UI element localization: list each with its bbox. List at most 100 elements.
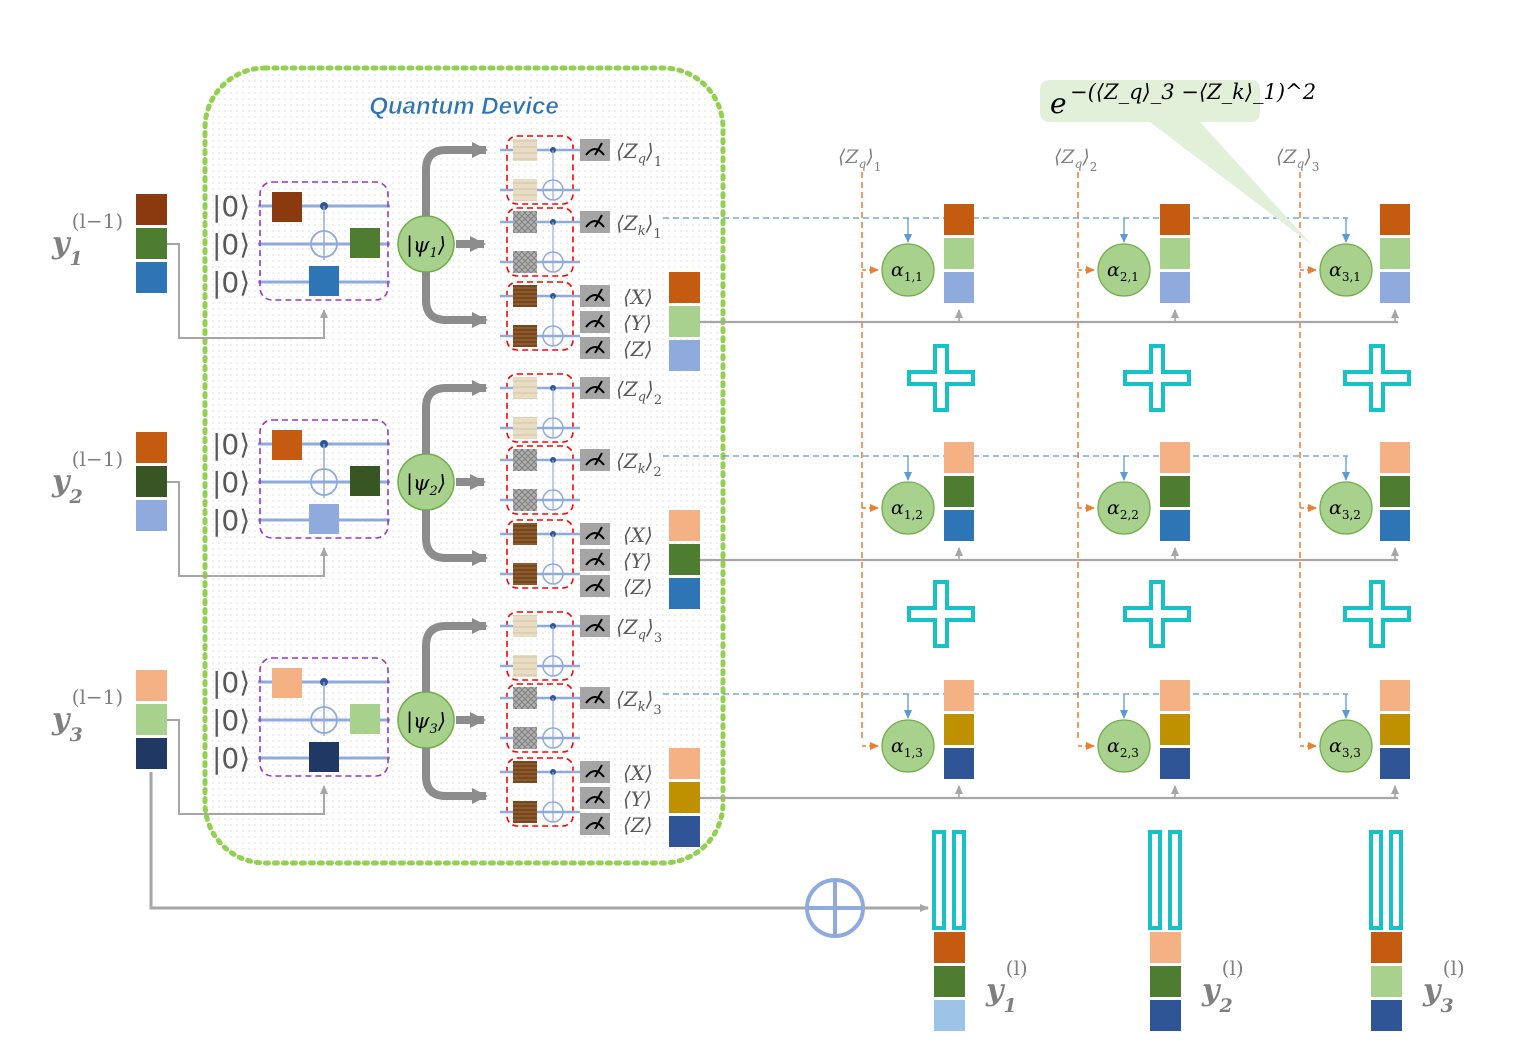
psi-index: 1 — [430, 246, 438, 261]
sub-gate-top — [513, 523, 537, 545]
weighted-value-cell — [1160, 238, 1190, 269]
output-value-cell — [1371, 932, 1402, 963]
sub-gate-top — [513, 285, 537, 307]
output-value-cell — [1371, 966, 1402, 997]
measurement-subcircuit: ⟨Zq⟩3 — [500, 611, 662, 681]
query-column-label: ⟨Zq⟩1 — [838, 146, 881, 174]
input-value-cell — [136, 432, 167, 463]
attention-weight-label: α3,2 — [1329, 497, 1361, 522]
input-label-base: y — [51, 702, 72, 737]
meter-arc — [585, 696, 605, 704]
weighted-value-cell — [944, 238, 974, 269]
z-base: ⟨Z — [838, 146, 859, 168]
meter-needle — [594, 578, 603, 592]
meter-arc — [585, 386, 605, 394]
z-sub: q — [638, 390, 646, 405]
input-block-3: y3(l−1)|0⟩|0⟩|0⟩|ψ3⟩⟨Zq⟩3⟨Zk⟩3⟨X⟩⟨Y⟩⟨Z⟩ — [51, 611, 700, 847]
attention-weight-node — [1097, 719, 1151, 773]
formula-exponent: −(⟨Z_q⟩_3 −⟨Z_k⟩_1)^2 — [1070, 80, 1316, 104]
rotation-gate-1 — [272, 668, 302, 698]
formula-callout — [1040, 80, 1312, 245]
observable-label: ⟨Y⟩ — [623, 787, 652, 811]
observable-label: ⟨Y⟩ — [623, 549, 652, 573]
meter-needle — [594, 380, 603, 394]
sub-gate-bottom — [513, 727, 537, 749]
value-cell — [669, 782, 700, 813]
weighted-value-cell — [1160, 442, 1190, 473]
sub-gate-top — [513, 761, 537, 783]
input-routing-arrow — [167, 719, 328, 815]
meter-arc — [585, 584, 605, 592]
attention-weight-node — [881, 481, 935, 535]
attention-weight-node — [1319, 243, 1373, 297]
weighted-value-cell — [1160, 714, 1190, 745]
weighted-value-cell — [944, 204, 974, 235]
measurement-subcircuit: ⟨Zk⟩2 — [500, 445, 662, 515]
rotation-gate-2 — [350, 466, 380, 496]
value-cell — [669, 306, 700, 337]
plus-sign — [1343, 344, 1411, 412]
meter-arc — [585, 558, 605, 566]
ket-zero: |0⟩ — [212, 228, 250, 261]
output-label-superscript: (l) — [1222, 956, 1244, 980]
z-base: ⟨Z — [616, 449, 639, 473]
alpha-base: α — [1107, 259, 1120, 281]
z-close: ⟩ — [645, 615, 654, 639]
query-expectation-label: ⟨Zq⟩2 — [616, 377, 662, 408]
input-value-cell — [136, 262, 167, 293]
input-value-cell — [136, 670, 167, 701]
meter-arc — [585, 532, 605, 540]
alpha-index: 2,1 — [1120, 270, 1139, 284]
plus-sign — [1123, 580, 1191, 648]
z-sub: q — [859, 157, 867, 171]
alpha-index: 2,3 — [1120, 746, 1139, 760]
attention-weight-label: α1,2 — [891, 497, 923, 522]
plus-sign — [907, 580, 975, 648]
alpha-index: 1,3 — [904, 746, 923, 760]
branch-arrow-bottom — [422, 748, 488, 804]
weighted-value-cell — [1160, 748, 1190, 779]
output-label-base: y — [985, 973, 1006, 1008]
measurement-subcircuit: ⟨X⟩⟨Y⟩⟨Z⟩ — [500, 757, 653, 837]
attention-weight-label: α3,3 — [1329, 735, 1361, 760]
key-expectation-label: ⟨Zk⟩2 — [616, 449, 662, 480]
z-index: 3 — [654, 631, 662, 646]
rotation-gate-3 — [309, 742, 339, 772]
input-label: y3(l−1) — [51, 685, 123, 746]
measurement-circuit-box — [506, 135, 574, 205]
weighted-value-cell — [1160, 476, 1190, 507]
z-sub: q — [1297, 157, 1305, 171]
z-sub: q — [638, 628, 646, 643]
output-label-base: y — [1201, 973, 1222, 1008]
weighted-value-cell — [944, 748, 974, 779]
measurement-circuit-box — [506, 373, 574, 443]
query-column-label: ⟨Zq⟩2 — [1054, 146, 1097, 174]
input-label-index: 1 — [69, 248, 82, 270]
alpha-index: 1,1 — [904, 270, 923, 284]
meter-needle — [594, 790, 603, 804]
ket-zero: |0⟩ — [212, 190, 250, 223]
sub-gate-bottom — [513, 801, 537, 823]
z-close: ⟩ — [1081, 146, 1089, 168]
alpha-base: α — [1329, 497, 1342, 519]
sub-gate-bottom — [513, 325, 537, 347]
z-close: ⟩ — [645, 449, 654, 473]
measurement-circuit-box — [506, 519, 574, 589]
attention-weight-label: α2,1 — [1107, 259, 1139, 284]
meter-arc — [585, 294, 605, 302]
attention-weight-label: α2,3 — [1107, 735, 1139, 760]
output-value-cell — [934, 966, 965, 997]
attention-weight-node — [881, 243, 935, 297]
observable-label: ⟨Y⟩ — [623, 311, 652, 335]
input-label-base: y — [51, 226, 72, 261]
equals-bar-right — [1389, 830, 1403, 930]
sub-gate-top — [513, 139, 537, 161]
weighted-value-cell — [944, 510, 974, 541]
equals-bar-left — [1148, 830, 1162, 930]
equals-bar-left — [1369, 830, 1383, 930]
z-base: ⟨Z — [1276, 146, 1297, 168]
psi-close: ⟩ — [437, 709, 446, 733]
output-value-cell — [934, 932, 965, 963]
z-index: 2 — [653, 465, 661, 480]
output-label: y3(l) — [1422, 956, 1465, 1017]
